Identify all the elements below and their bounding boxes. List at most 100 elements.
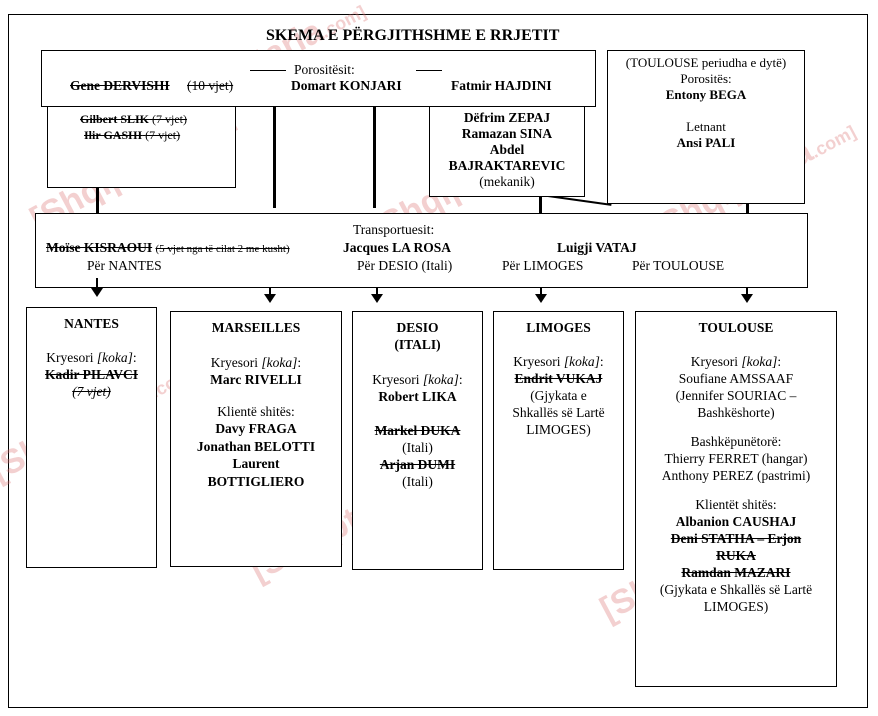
nantes-box	[26, 307, 157, 568]
arrow-down-icon	[535, 294, 547, 303]
toulouse-period-box	[607, 50, 805, 204]
orderer-domart: Domart KONJARI	[291, 78, 402, 93]
arrow-down-icon	[264, 294, 276, 303]
toulouse-box	[635, 311, 837, 687]
desio-member-note: (Itali)	[402, 440, 433, 455]
arrow-shaft	[746, 288, 748, 296]
toulouse-leader-name: Soufiane AMSSAAF	[678, 371, 794, 386]
divider-dash	[416, 70, 442, 72]
marseilles-clients-label: Klientë shitës:	[217, 403, 295, 419]
limoges-title: LIMOGES	[526, 320, 591, 335]
nantes-leader-label: Kryesori [koka]:	[46, 350, 137, 365]
desio-leader-label: Kryesori [koka]:	[372, 372, 463, 387]
marseilles-leader-label: Kryesori [koka]:	[210, 354, 302, 370]
arrow-shaft	[96, 278, 98, 290]
limoges-leader-label: Kryesori [koka]:	[513, 354, 604, 369]
marseilles-client: BOTTIGLIERO	[207, 473, 305, 489]
toulouse-leader-alias: Bashkëshorte)	[697, 405, 775, 420]
associate-gilbert: Gilbert SLIK (7 vjet)	[80, 112, 188, 126]
toulouse-client: RUKA	[716, 548, 756, 563]
diagram-title: SKEMA E PËRGJITHSHME E RRJETIT	[266, 27, 560, 44]
arrow-down-icon	[91, 288, 103, 297]
limoges-note: LIMOGES)	[526, 422, 591, 437]
arrow-shaft	[269, 288, 271, 296]
nantes-title: NANTES	[64, 316, 119, 331]
limoges-box	[493, 311, 624, 570]
orderer-gene-age: (10 vjet)	[187, 78, 234, 93]
transporter-jacques: Jacques LA ROSA	[343, 240, 452, 255]
orderer-fatmir: Fatmir HAJDINI	[451, 78, 552, 93]
route-desio: Për DESIO (Itali)	[357, 258, 453, 273]
toulouse-orderer-label: Porositës:	[680, 71, 732, 86]
orderers-box	[41, 50, 596, 107]
marseilles-leader-name: Marc RIVELLI	[210, 372, 302, 387]
associate-abdel: Abdel	[489, 142, 525, 157]
toulouse-period-label: (TOULOUSE periudha e dytë)	[625, 55, 787, 70]
toulouse-orderer-name: Entony BEGA	[665, 87, 747, 102]
toulouse-clients-label: Klientët shitës:	[695, 497, 777, 512]
mid-associates-box	[429, 107, 585, 197]
limoges-leader-name: Endrit VUKAJ	[514, 371, 603, 386]
transporters-box	[35, 213, 808, 288]
toulouse-client-note: (Gjykata e Shkallës së Lartë	[659, 582, 813, 597]
desio-member: Arjan DUMI	[379, 457, 456, 472]
marseilles-title: MARSEILLES	[211, 320, 301, 335]
associate-bajraktarevic: BAJRAKTAREVIC	[448, 158, 566, 173]
arrow-down-icon	[371, 294, 383, 303]
associate-ramazan: Ramazan SINA	[461, 126, 553, 141]
nantes-leader-age: (7 vjet)	[72, 384, 111, 399]
connector	[96, 188, 99, 214]
arrow-shaft	[376, 288, 378, 296]
desio-content: DESIO (ITALI) Kryesori [koka]: Robert LI…	[352, 319, 483, 490]
connector	[273, 106, 276, 208]
arrow-shaft	[540, 288, 542, 296]
connector	[746, 190, 749, 230]
marseilles-client: Jonathan BELOTTI	[196, 438, 316, 454]
toulouse-lieutenant-name: Ansi PALI	[676, 135, 736, 150]
toulouse-leader-alias: (Jennifer SOURIAC –	[675, 388, 797, 403]
divider-dash	[250, 70, 286, 72]
nantes-leader-name: Kadir PILAVCI	[45, 367, 138, 382]
nantes-content: NANTES Kryesori [koka]: Kadir PILAVCI (7…	[26, 315, 157, 400]
desio-member: Markel DUKA	[374, 423, 461, 438]
connector	[373, 106, 376, 208]
associate-defrim: Dëfrim ZEPAJ	[463, 110, 551, 125]
route-toulouse: Për TOULOUSE	[632, 258, 725, 273]
marseilles-content: MARSEILLES Kryesori [koka]: Marc RIVELLI…	[170, 319, 342, 490]
orderers-label: Porositësit:	[294, 62, 355, 77]
desio-member-note: (Itali)	[402, 474, 433, 489]
mid-associates-list: Dëfrim ZEPAJ Ramazan SINA Abdel BAJRAKTA…	[429, 110, 585, 190]
desio-leader-name: Robert LIKA	[378, 389, 457, 404]
transporter-luigji: Luigji VATAJ	[557, 240, 637, 255]
left-associates-box	[47, 107, 236, 188]
toulouse-period-content: (TOULOUSE periudha e dytë) Porositës: En…	[607, 55, 805, 151]
toulouse-content: TOULOUSE Kryesori [koka]: Soufiane AMSSA…	[635, 319, 837, 615]
desio-title: DESIO	[396, 320, 439, 335]
desio-box	[352, 311, 483, 570]
marseilles-box	[170, 311, 342, 567]
transporter-moise: Moïse KISRAOUI (5 vjet nga të cilat 2 me…	[46, 240, 290, 255]
toulouse-partners-label: Bashkëpunëtorë:	[690, 434, 782, 449]
toulouse-lieutenant-label: Letnant	[686, 119, 726, 134]
marseilles-client: Davy FRAGA	[215, 421, 297, 436]
associate-ilir: Ilir GASHI (7 vjet)	[84, 128, 181, 142]
toulouse-leader-label: Kryesori [koka]:	[690, 354, 782, 369]
route-nantes: Për NANTES	[87, 258, 162, 273]
desio-subtitle: (ITALI)	[394, 337, 441, 352]
toulouse-partner: Thierry FERRET (hangar)	[664, 451, 808, 466]
limoges-note: (Gjykata e	[530, 388, 587, 403]
toulouse-client: Albanion CAUSHAJ	[675, 514, 797, 529]
toulouse-partner: Anthony PEREZ (pastrimi)	[661, 468, 811, 483]
limoges-content: LIMOGES Kryesori [koka]: Endrit VUKAJ (G…	[493, 319, 624, 438]
toulouse-client: Ramdan MAZARI	[681, 565, 791, 580]
toulouse-client: Deni STATHA – Erjon	[670, 531, 802, 546]
marseilles-client: Laurent	[232, 456, 280, 471]
toulouse-title: TOULOUSE	[698, 320, 774, 335]
associate-role: (mekanik)	[479, 174, 535, 189]
transporters-label: Transportuesit:	[353, 222, 435, 237]
outer-frame	[8, 14, 868, 708]
limoges-note: Shkallës së Lartë	[512, 405, 605, 420]
orderer-gene: Gene DERVISHI	[70, 78, 170, 93]
arrow-down-icon	[741, 294, 753, 303]
route-limoges: Për LIMOGES	[502, 258, 584, 273]
